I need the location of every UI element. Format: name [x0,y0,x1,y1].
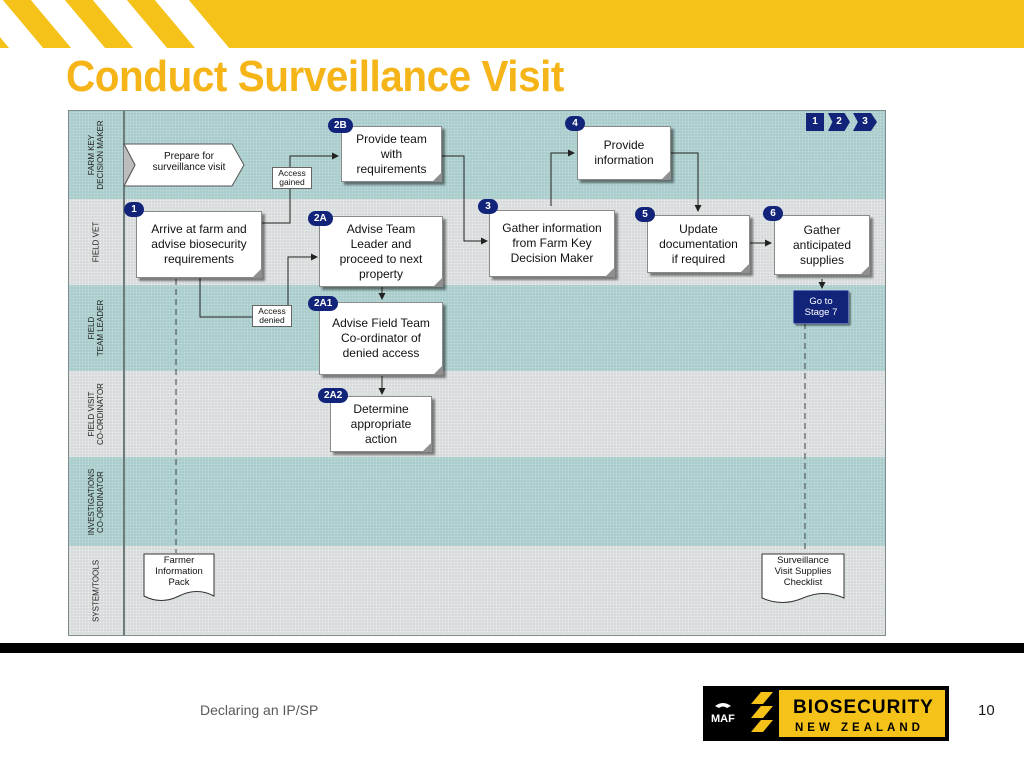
step-2a-text: Advise Team Leader and proceed to next p… [339,221,423,281]
step-1-badge: 1 [124,202,144,217]
lane-field-visit-coordinator: FIELD VISIT CO-ORDINATOR [69,371,885,457]
step-2b-box: Provide team with requirements [341,126,442,182]
step-6-box: Gather anticipated supplies [774,215,870,275]
step-6-text: Gather anticipated supplies [792,222,852,267]
step-2a-badge: 2A [308,211,333,226]
process-diagram: FARM KEY DECISION MAKER FIELD VET FIELD … [68,110,886,636]
farmer-information-pack-label: Farmer Information Pack [155,555,203,588]
step-6-badge: 6 [763,206,783,221]
step-2b-badge: 2B [328,118,353,133]
step-2a2-badge: 2A2 [318,388,349,403]
step-5-text: Update documentation if required [659,221,738,266]
step-3-text: Gather information from Farm Key Decisio… [502,221,602,265]
header-band [0,0,1024,48]
logo-name-line1: BIOSECURITY [793,697,934,718]
step-2a1-badge: 2A1 [308,296,339,311]
footer-bar [0,643,1024,653]
document-surveillance-supplies-checklist [761,553,845,603]
step-2a1-box: Advise Field Team Co-ordinator of denied… [319,302,443,375]
step-4-box: Provide information [577,126,671,180]
nav-stage-1-button[interactable]: 1 [806,113,824,131]
step-5-badge: 5 [635,207,655,222]
connector-4-to-5 [670,152,702,212]
slide-title: Conduct Surveillance Visit [66,52,564,101]
step-1-text: Arrive at farm and advise biosecurity re… [151,222,247,266]
step-1-box: Arrive at farm and advise biosecurity re… [136,211,262,278]
step-2a2-box: Determine appropriate action [330,396,432,452]
connector-3-to-4 [550,149,575,206]
page-number: 10 [978,702,995,719]
go-to-stage-7-button[interactable]: Go to Stage 7 [793,290,849,324]
step-2a1-text: Advise Field Team Co-ordinator of denied… [332,316,430,360]
document-farmer-information-pack [143,553,215,601]
surveillance-supplies-checklist-label: Surveillance Visit Supplies Checklist [774,555,832,588]
step-2a-box: Advise Team Leader and proceed to next p… [319,216,443,287]
maf-logo-icon: MAF BIOSECURITY NEW ZEALAND [711,690,945,737]
step-2a2-text: Determine appropriate action [350,401,412,446]
biosecurity-logo: MAF BIOSECURITY NEW ZEALAND [703,686,949,741]
step-4-badge: 4 [565,116,585,131]
step-3-badge: 3 [478,199,498,214]
connector-2b-to-3 [442,155,488,245]
access-gained-label: Access gained [272,167,312,189]
connector-lines [123,143,845,603]
maf-mark-text: MAF [711,713,735,725]
start-label: Prepare for surveillance visit [152,151,226,173]
logo-name-line2: NEW ZEALAND [795,722,924,734]
footer-text: Declaring an IP/SP [200,702,319,718]
step-3-box: Gather information from Farm Key Decisio… [489,210,615,277]
step-4-text: Provide information [594,138,654,167]
step-2b-text: Provide team with requirements [356,131,427,176]
lane-investigations-coordinator: INVESTIGATIONS CO-ORDINATOR [69,457,885,546]
connector-access-gained [262,152,339,224]
access-denied-label: Access denied [252,305,292,327]
step-5-box: Update documentation if required [647,215,750,273]
nav-stage-3-button[interactable]: 3 [853,113,877,131]
nav-stage-2-button[interactable]: 2 [828,113,850,131]
lane-field-team-leader: FIELD TEAM LEADER [69,285,885,371]
